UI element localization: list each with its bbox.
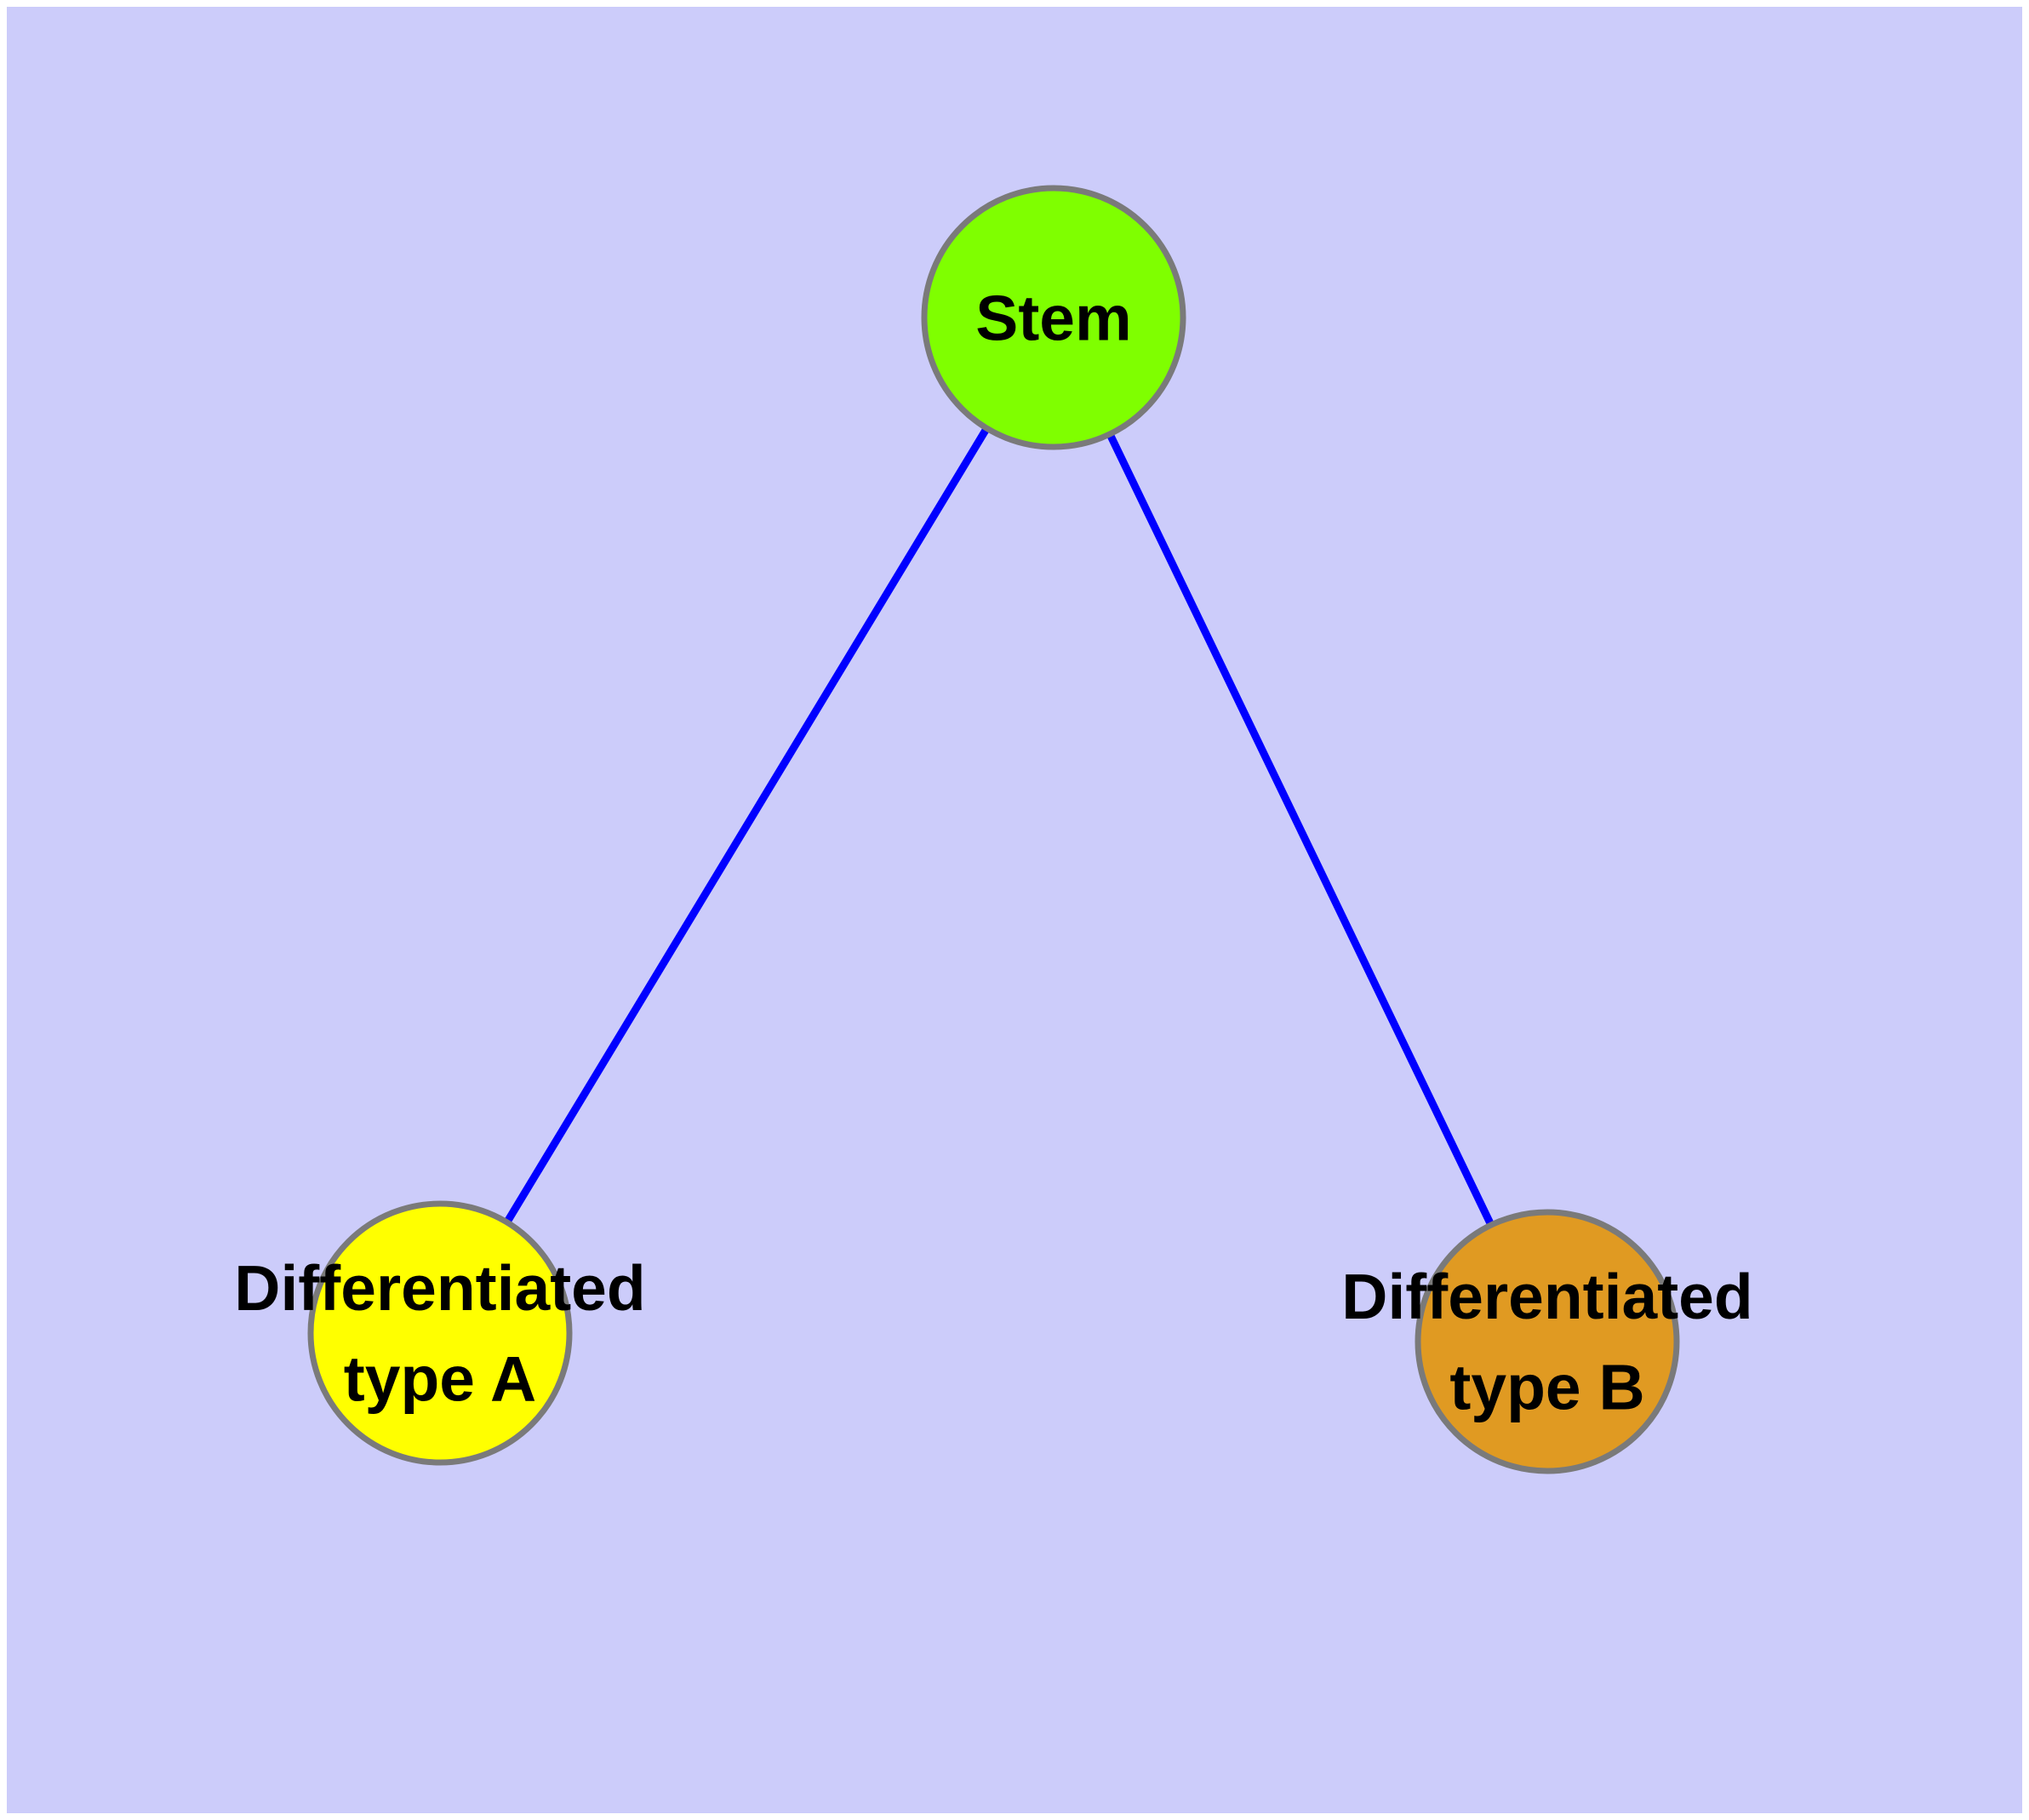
node-circle-diff_a[interactable] [307,1200,573,1466]
edges-layer [500,421,1497,1232]
node-label-diff_a-line-1: type A [344,1343,536,1415]
node-circle-stem[interactable] [921,185,1186,450]
graph-node-diff_a[interactable]: Differentiated type A [234,1200,646,1466]
node-label-diff_a-line-0: Differentiated [234,1252,645,1324]
node-label-diff_b-line-0: Differentiated [1341,1261,1752,1332]
node-label-diff_b-line-1: type B [1449,1352,1644,1423]
graph-edge[interactable] [1104,427,1497,1232]
node-circle-diff_b[interactable] [1415,1209,1680,1474]
graph-node-diff_b[interactable]: Differentiated type B [1341,1209,1753,1474]
graph-edge[interactable] [500,421,993,1229]
node-label-stem-line-0: Stem [975,282,1131,353]
graph-node-stem[interactable]: Stem [921,185,1186,450]
